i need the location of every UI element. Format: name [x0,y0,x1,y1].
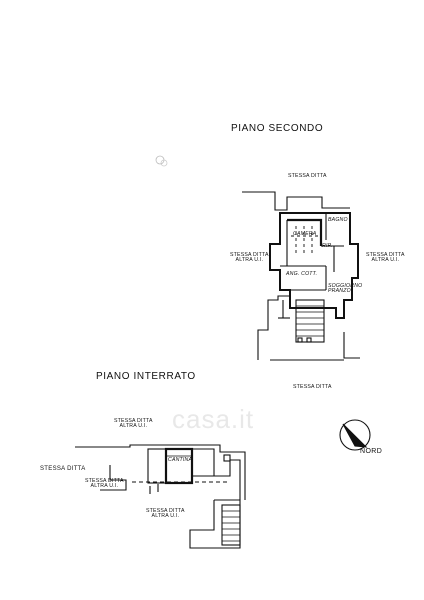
basement-neighbor-left: STESSA DITTA [40,466,86,472]
second-floor-top-neighbor: STESSA DITTA [288,173,327,179]
watermark-text: casa.it [172,404,255,434]
room-label-camera: CAMERA [293,231,317,237]
basement-neighbor-top: STESSA DITTA ALTRA U.I. [114,418,153,430]
basement-neighbor-bottom: STESSA DITTA ALTRA U.I. [146,508,185,520]
room-label-soggiorno: SOGGIORNO PRANZO [328,283,363,295]
north-compass-icon [339,419,371,451]
room-label-cantina: CANTINA [168,457,193,463]
basement-floor-plan [75,444,246,549]
second-floor-bottom-neighbor: STESSA DITTA [293,384,332,390]
room-label-rip: RIP. [322,243,333,249]
room-label-ang-cott: ANG. COTT. [286,271,318,277]
room-label-bagno: BAGNO [328,217,348,223]
floor-title-second: PIANO SECONDO [231,123,324,134]
floor-title-basement: PIANO INTERRATO [96,371,196,382]
second-floor-right-neighbor: STESSA DITTA ALTRA U.I. [366,252,405,264]
second-floor-left-neighbor: STESSA DITTA ALTRA U.I. [230,252,269,264]
basement-neighbor-mid: STESSA DITTA ALTRA U.I. [85,478,124,490]
compass-label: NORD [360,448,383,455]
second-floor-plan [242,191,360,361]
